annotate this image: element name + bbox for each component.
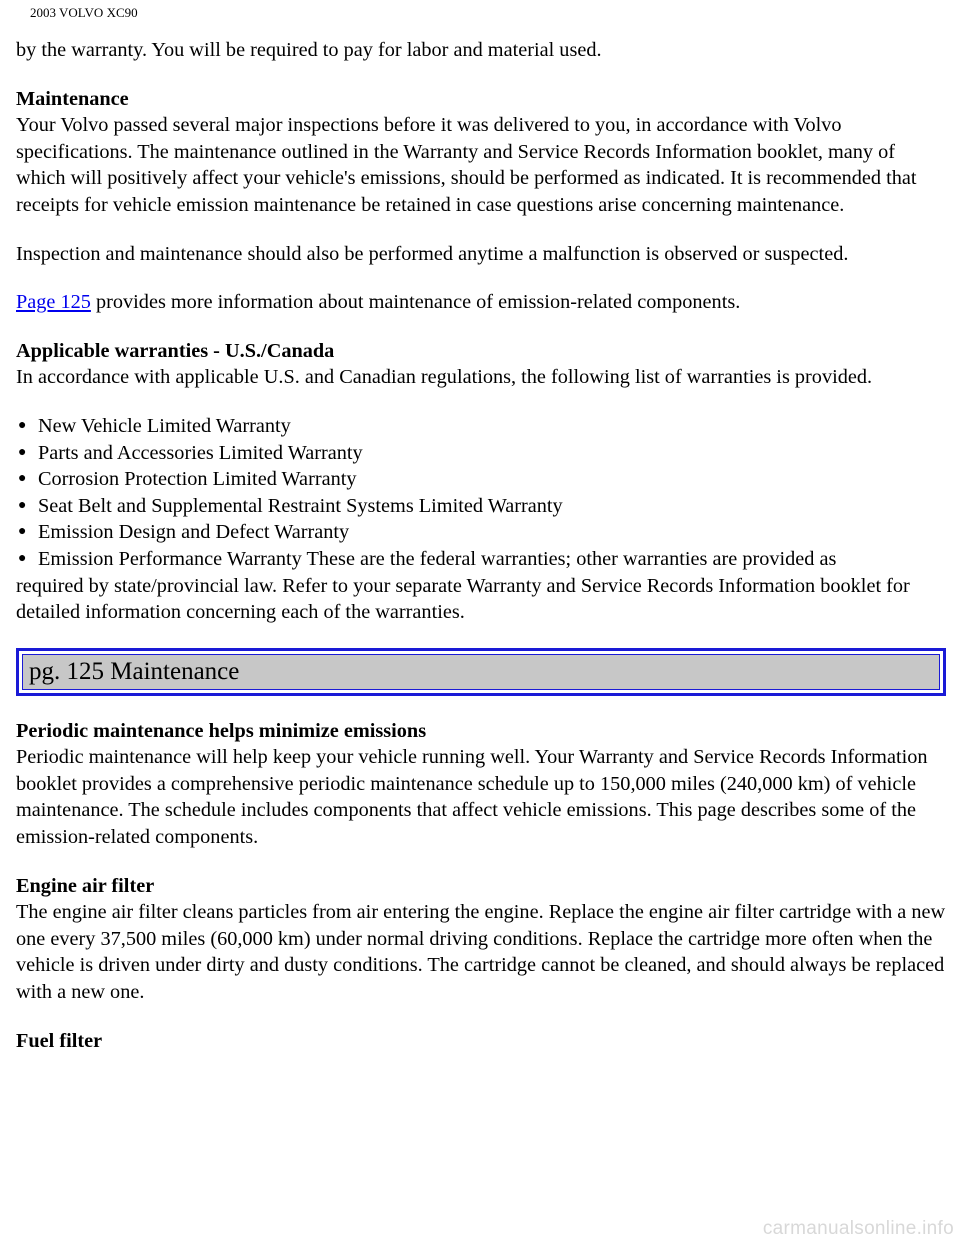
- bullet-icon: ●: [18, 444, 27, 460]
- section-banner: pg. 125 Maintenance: [16, 647, 946, 696]
- air-filter-heading: Engine air filter: [16, 874, 155, 897]
- page-125-link[interactable]: Page 125: [16, 291, 91, 314]
- warranty-list-continuation: required by state/provincial law. Refer …: [16, 574, 910, 624]
- list-item-text: Corrosion Protection Limited Warranty: [38, 468, 357, 491]
- warranties-section: Applicable warranties - U.S./Canada In a…: [16, 338, 946, 391]
- list-item-text: Emission Performance Warranty These are …: [38, 547, 837, 570]
- list-item: ● Corrosion Protection Limited Warranty: [16, 466, 946, 493]
- document-header-title: 2003 VOLVO XC90: [30, 5, 138, 20]
- page-reference-text: provides more information about maintena…: [90, 291, 741, 314]
- periodic-section: Periodic maintenance helps minimize emis…: [16, 718, 946, 851]
- list-item: ● Seat Belt and Supplemental Restraint Sy…: [16, 493, 946, 520]
- maintenance-body: Your Volvo passed several major inspecti…: [16, 114, 917, 216]
- bullet-icon: ●: [18, 417, 27, 433]
- page-reference-paragraph: Page 125 provides more information about…: [16, 289, 946, 316]
- list-item-text: Parts and Accessories Limited Warranty: [38, 441, 363, 464]
- document-body: by the warranty. You will be required to…: [16, 37, 946, 1076]
- bullet-icon: ●: [18, 550, 27, 566]
- list-item-text: Emission Design and Defect Warranty: [38, 521, 350, 544]
- periodic-body: Periodic maintenance will help keep your…: [16, 746, 928, 849]
- fuel-filter-heading: Fuel filter: [16, 1029, 103, 1052]
- list-item-text: Seat Belt and Supplemental Restraint Sys…: [38, 494, 563, 517]
- air-filter-body: The engine air filter cleans particles f…: [16, 901, 946, 1004]
- intro-paragraph: by the warranty. You will be required to…: [16, 39, 602, 61]
- list-item: ● Emission Performance Warranty These are…: [16, 546, 946, 573]
- list-item-text: New Vehicle Limited Warranty: [38, 414, 291, 437]
- maintenance-heading: Maintenance: [16, 87, 129, 110]
- inspection-paragraph: Inspection and maintenance should also b…: [16, 242, 849, 265]
- list-item: ● Parts and Accessories Limited Warranty: [16, 440, 946, 467]
- periodic-heading: Periodic maintenance helps minimize emis…: [16, 719, 427, 742]
- list-item: ● New Vehicle Limited Warranty: [16, 413, 946, 440]
- list-item: ● Emission Design and Defect Warranty: [16, 519, 946, 546]
- maintenance-section: Maintenance Your Volvo passed several ma…: [16, 86, 946, 219]
- warranties-body: In accordance with applicable U.S. and C…: [16, 366, 873, 389]
- bullet-icon: ●: [18, 471, 27, 487]
- warranties-heading: Applicable warranties - U.S./Canada: [16, 339, 335, 362]
- bullet-icon: ●: [18, 524, 27, 540]
- air-filter-section: Engine air filter The engine air filter …: [16, 873, 946, 1006]
- section-banner-title: pg. 125 Maintenance: [22, 653, 940, 690]
- watermark: carmanualsonline.info: [762, 1218, 954, 1239]
- bullet-icon: ●: [18, 497, 27, 513]
- warranty-list: ● New Vehicle Limited Warranty ● Parts and…: [16, 413, 946, 573]
- fuel-filter-section: Fuel filter: [16, 1028, 946, 1055]
